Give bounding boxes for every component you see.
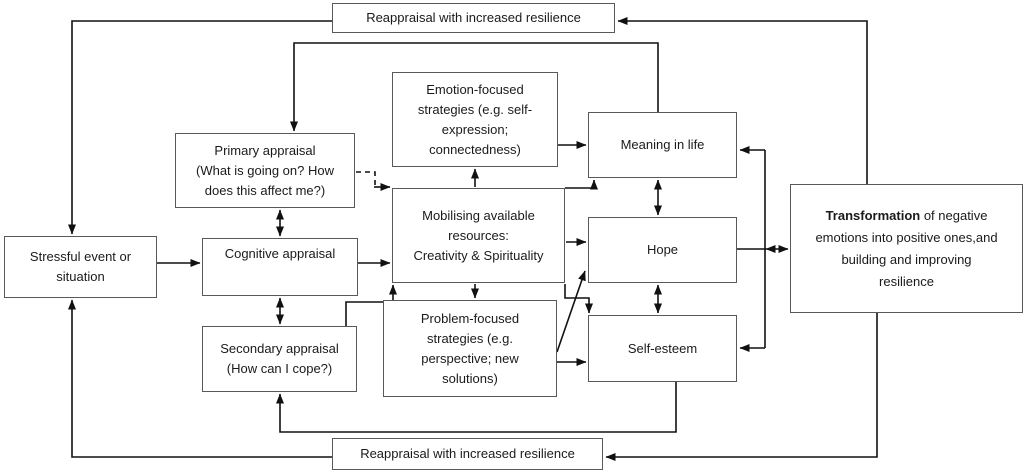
box-transformation-label-bold: Transformation — [825, 207, 921, 223]
box-primary-appraisal: Primary appraisal (What is going on? How… — [175, 133, 355, 208]
box-stressful-event: Stressful event or situation — [4, 236, 157, 298]
box-reappraisal-bottom: Reappraisal with increased resilience — [332, 438, 603, 470]
box-stressful-event-label: Stressful event or situation — [29, 249, 132, 284]
box-reappraisal-top: Reappraisal with increased resilience — [332, 3, 615, 33]
box-transformation-label: Transformation of negative emotions into… — [815, 205, 997, 293]
box-secondary-appraisal-label: Secondary appraisal (How can I cope?) — [220, 341, 339, 376]
box-mobilising-resources: Mobilising available resources: Creativi… — [392, 188, 565, 283]
box-problem-focused-label: Problem-focused strategies (e.g. perspec… — [420, 310, 520, 386]
box-meaning-in-life-label: Meaning in life — [620, 137, 705, 152]
arrow-mobilising-to-selfesteem — [564, 284, 593, 314]
box-cognitive-appraisal-label: Cognitive appraisal — [224, 246, 336, 261]
box-secondary-appraisal: Secondary appraisal (How can I cope?) — [202, 326, 357, 392]
box-self-esteem-label: Self-esteem — [627, 340, 698, 356]
box-self-esteem: Self-esteem — [588, 315, 737, 382]
box-emotion-focused: Emotion-focused strategies (e.g. self- e… — [392, 72, 558, 167]
box-meaning-in-life: Meaning in life — [588, 112, 737, 178]
arrow-mobilising-to-meaning — [565, 179, 598, 190]
box-transformation: Transformation of negative emotions into… — [790, 184, 1023, 313]
box-transformation-label-rest: of negative emotions into positive ones,… — [815, 207, 998, 289]
arrow-primary-to-mobilising-dashed — [356, 171, 376, 185]
box-reappraisal-bottom-label: Reappraisal with increased resilience — [360, 446, 575, 461]
box-problem-focused: Problem-focused strategies (e.g. perspec… — [383, 300, 557, 397]
box-reappraisal-top-label: Reappraisal with increased resilience — [366, 10, 581, 25]
box-cognitive-appraisal: Cognitive appraisal — [202, 238, 358, 296]
box-mobilising-resources-label: Mobilising available resources: Creativi… — [413, 207, 544, 263]
box-primary-appraisal-label: Primary appraisal (What is going on? How… — [195, 142, 334, 198]
arrow-problem-to-hope — [556, 270, 586, 353]
box-hope-label: Hope — [646, 242, 679, 257]
box-emotion-focused-label: Emotion-focused strategies (e.g. self- e… — [417, 81, 533, 157]
box-hope: Hope — [588, 217, 737, 283]
